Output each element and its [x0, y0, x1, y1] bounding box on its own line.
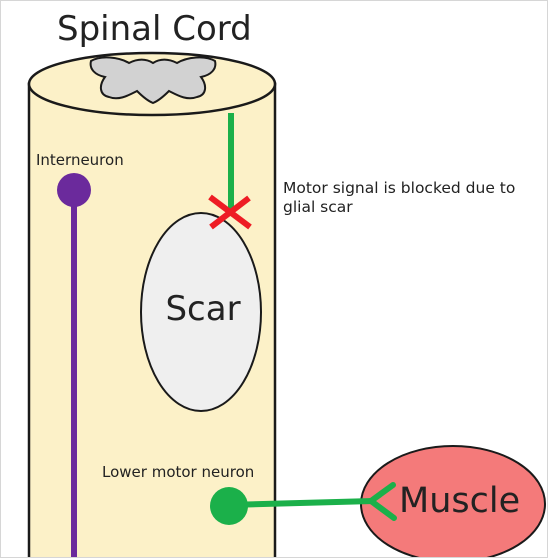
scar-label: Scar — [151, 289, 255, 329]
lower-motor-neuron-label: Lower motor neuron — [102, 463, 254, 481]
muscle-label: Muscle — [399, 481, 520, 521]
motor-signal-blocked-note: Motor signal is blocked due to glial sca… — [283, 179, 543, 217]
interneuron-label: Interneuron — [36, 151, 124, 169]
lower-motor-neuron-axon — [229, 501, 373, 505]
interneuron-soma — [57, 173, 91, 207]
diagram-title: Spinal Cord — [57, 9, 252, 49]
grey-matter-cross-section — [91, 57, 216, 103]
lower-motor-neuron-soma — [210, 487, 248, 525]
